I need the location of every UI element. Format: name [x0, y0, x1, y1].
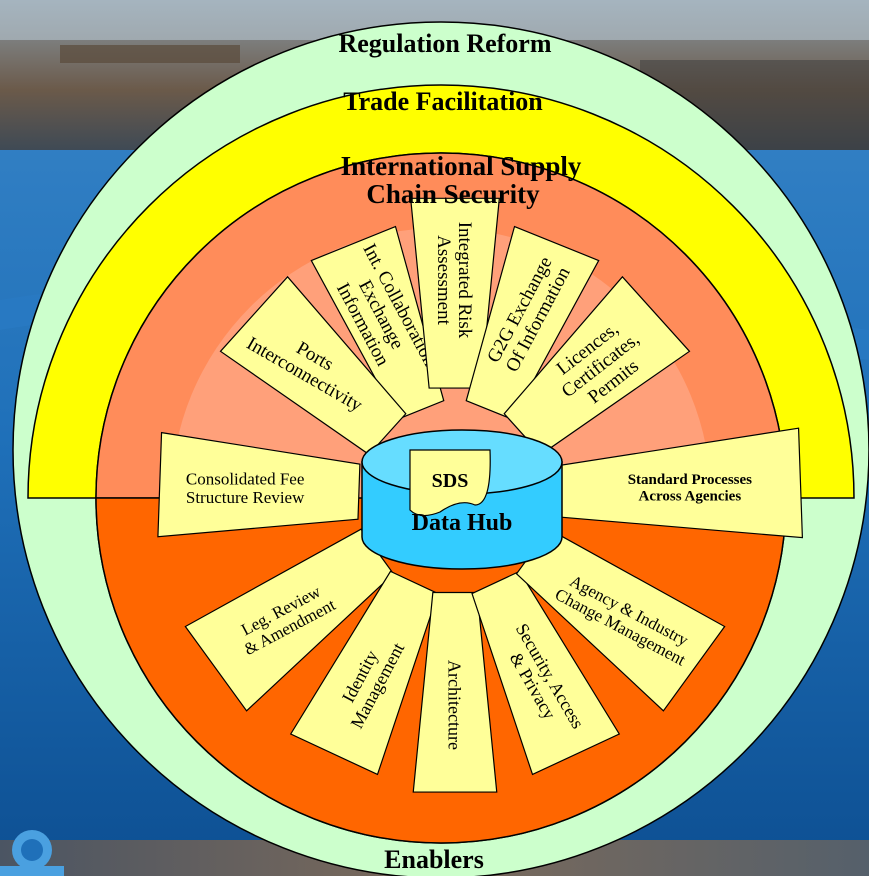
hub-title: Data Hub — [412, 510, 513, 536]
segment-consolidated-fee — [157, 431, 361, 538]
logo-icon — [0, 830, 64, 876]
segment-ports — [219, 275, 407, 456]
data-hub: SDS Data Hub — [361, 429, 563, 570]
segment-g2g-exchange — [465, 225, 600, 421]
segment-identity-mgmt — [289, 570, 439, 776]
hub-doc-label: SDS — [432, 470, 469, 492]
regulation-reform-label: Regulation Reform — [338, 29, 551, 58]
supply-chain-security-label-1: International Supply — [341, 151, 582, 181]
document-icon — [409, 449, 491, 517]
segment-label-architecture: Architecture — [445, 660, 465, 750]
segment-label-integrated-risk: Integrated RiskAssessment — [433, 222, 475, 339]
trade-facilitation-label: Trade Facilitation — [343, 87, 543, 116]
segment-int-collab — [310, 225, 445, 421]
supply-chain-security-label-2: Chain Security — [366, 179, 540, 209]
segment-security-access — [471, 570, 621, 776]
segment-architecture — [412, 591, 498, 793]
segment-integrated-risk — [409, 197, 501, 389]
enablers-label: Enablers — [384, 845, 484, 874]
